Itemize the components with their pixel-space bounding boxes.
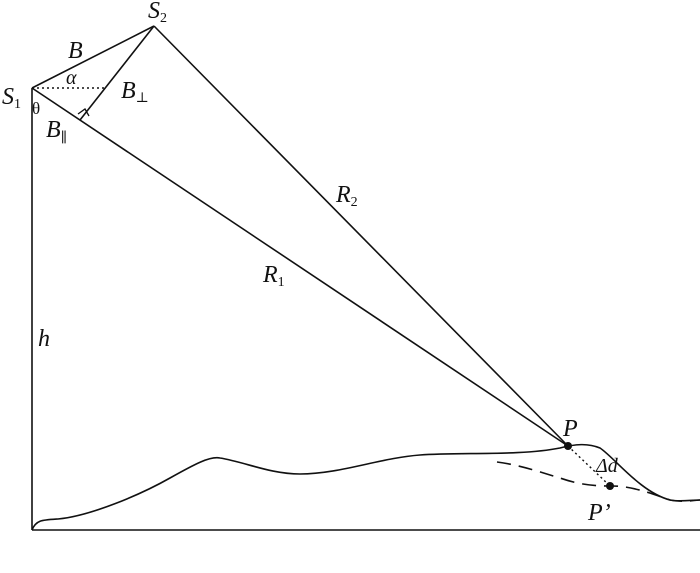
label-delta-d: Δd — [595, 455, 619, 477]
label-p: P — [562, 416, 578, 442]
label-p-prime: P’ — [587, 500, 611, 526]
point-p-prime-marker — [606, 482, 614, 490]
label-b: B — [68, 38, 83, 64]
label-theta: θ — [32, 99, 40, 118]
point-p-marker — [564, 442, 572, 450]
label-r2: R2 — [335, 182, 358, 210]
label-b-par: B∥ — [46, 117, 67, 146]
label-r1: R1 — [262, 262, 285, 290]
range-r2-line — [153, 25, 569, 447]
perpendicular-baseline-line — [79, 25, 155, 121]
label-h: h — [38, 326, 50, 352]
label-b-perp: B⊥ — [121, 78, 149, 106]
terrain-profile — [31, 443, 700, 531]
baseline-b — [31, 25, 155, 89]
label-alpha: α — [66, 67, 77, 89]
right-angle-marker — [77, 108, 90, 117]
label-s2: S2 — [148, 0, 167, 26]
label-s1: S1 — [2, 84, 21, 112]
range-r1-line — [31, 87, 569, 447]
